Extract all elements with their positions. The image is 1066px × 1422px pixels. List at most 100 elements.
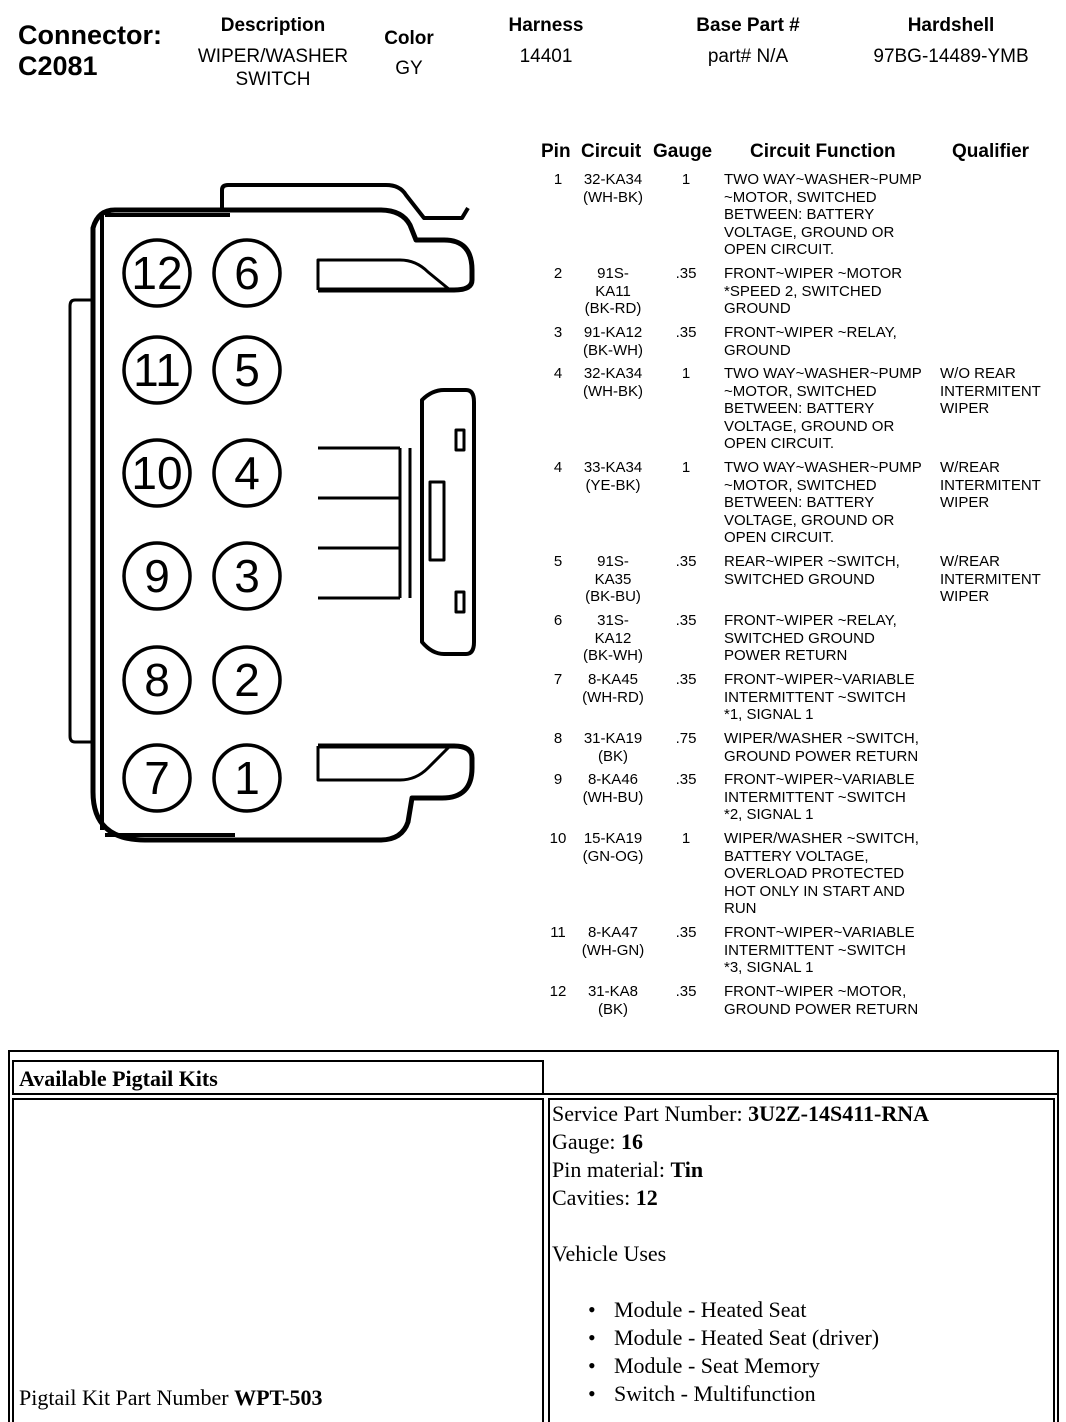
- pin-number: 4: [234, 447, 260, 499]
- gauge-cell: 1: [681, 171, 691, 188]
- pin-number: 2: [234, 654, 260, 706]
- pin-cavity-9: 9: [122, 541, 192, 611]
- hardshell-value: 97BG-14489-YMB: [873, 46, 1029, 67]
- service-part-label: Service Part Number:: [552, 1101, 749, 1126]
- pin-number: 6: [234, 247, 260, 299]
- gauge-cell: 1: [681, 459, 691, 476]
- pin-number: 11: [133, 344, 181, 396]
- pin-cell: 11: [550, 924, 566, 941]
- service-part-value: 3U2Z-14S411-RNA: [748, 1101, 930, 1126]
- pin-cell: 10: [549, 830, 567, 847]
- pin-cell: 3: [553, 324, 563, 341]
- col-header-qualifier: Qualifier: [952, 141, 1030, 162]
- vehicle-uses-list: Module - Heated Seat Module - Heated Sea…: [552, 1296, 929, 1408]
- circuit-cell: 31S- KA12 (BK-WH): [583, 612, 643, 665]
- cavities-value: 12: [635, 1185, 658, 1210]
- connector-id: C2081: [18, 51, 98, 81]
- pigtail-kit-part-label: Pigtail Kit Part Number: [19, 1385, 235, 1410]
- gauge-cell: .35: [675, 983, 697, 1000]
- vehicle-uses-label: Vehicle Uses: [552, 1241, 667, 1266]
- pin-cell: 4: [553, 365, 563, 382]
- gauge-cell: .35: [675, 671, 697, 688]
- pin-cavity-11: 11: [122, 335, 192, 405]
- vehicle-use-item: Module - Seat Memory: [552, 1352, 929, 1380]
- qualifier-cell: W/REAR INTERMITENT WIPER: [940, 553, 1041, 606]
- circuit-cell: 31-KA19 (BK): [583, 730, 643, 765]
- gauge-cell: .35: [675, 553, 697, 570]
- hardshell-label: Hardshell: [907, 15, 995, 36]
- gauge-cell: .75: [675, 730, 697, 747]
- base-part-label: Base Part #: [696, 15, 800, 36]
- cavities-row: Cavities: 12: [552, 1184, 929, 1212]
- gauge-row: Gauge: 16: [552, 1128, 929, 1156]
- pin-number: 3: [234, 550, 260, 602]
- pin-cell: 5: [553, 553, 563, 570]
- circuit-cell: 8-KA46 (WH-BU): [582, 771, 644, 806]
- circuit-function-cell: FRONT~WIPER~VARIABLE INTERMITTENT ~SWITC…: [724, 771, 915, 824]
- description-value: WIPER/WASHER SWITCH: [180, 45, 366, 91]
- vehicle-use-item: Module - Heated Seat (driver): [552, 1324, 929, 1352]
- circuit-function-cell: FRONT~WIPER~VARIABLE INTERMITTENT ~SWITC…: [724, 924, 915, 977]
- pin-cell: 6: [553, 612, 563, 629]
- pin-cell: 8: [553, 730, 563, 747]
- col-header-circuit-function: Circuit Function: [750, 141, 896, 162]
- circuit-function-cell: TWO WAY~WASHER~PUMP ~MOTOR, SWITCHED BET…: [724, 171, 922, 259]
- circuit-cell: 91-KA12 (BK-WH): [583, 324, 643, 359]
- circuit-function-cell: FRONT~WIPER ~MOTOR, GROUND POWER RETURN: [724, 983, 919, 1018]
- circuit-function-cell: TWO WAY~WASHER~PUMP ~MOTOR, SWITCHED BET…: [724, 459, 922, 547]
- description-value-line: WIPER/WASHER: [197, 46, 349, 67]
- gauge-cell: 1: [681, 830, 691, 847]
- circuit-cell: 8-KA45 (WH-RD): [582, 671, 644, 706]
- pin-cavity-1: 1: [212, 743, 282, 813]
- pin-cell: 4: [553, 459, 563, 476]
- pin-cell: 7: [553, 671, 563, 688]
- circuit-function-cell: FRONT~WIPER ~RELAY, SWITCHED GROUND POWE…: [724, 612, 897, 665]
- circuit-cell: 32-KA34 (WH-BK): [583, 365, 643, 400]
- gauge-cell: .35: [675, 324, 697, 341]
- pigtail-title: Available Pigtail Kits: [19, 1066, 218, 1091]
- connector-label: Connector:: [18, 20, 162, 50]
- pin-cavity-12: 12: [122, 238, 192, 308]
- circuit-function-cell: WIPER/WASHER ~SWITCH, BATTERY VOLTAGE, O…: [724, 830, 919, 918]
- gauge-label: Gauge:: [552, 1129, 622, 1154]
- circuit-function-cell: FRONT~WIPER~VARIABLE INTERMITTENT ~SWITC…: [724, 671, 915, 724]
- circuit-function-cell: FRONT~WIPER ~RELAY, GROUND: [724, 324, 897, 359]
- pigtail-kit-cell: Pigtail Kit Part Number WPT-503: [12, 1098, 544, 1422]
- gauge-cell: .35: [675, 612, 697, 629]
- pin-number: 12: [131, 247, 182, 299]
- circuit-cell: 91S- KA11 (BK-RD): [584, 265, 642, 318]
- gauge-cell: .35: [675, 265, 697, 282]
- pigtail-kit-part-value: WPT-503: [234, 1385, 323, 1410]
- service-part-row: Service Part Number: 3U2Z-14S411-RNA: [552, 1100, 929, 1128]
- pin-number: 9: [144, 550, 170, 602]
- circuit-cell: 33-KA34 (YE-BK): [583, 459, 643, 494]
- pin-material-value: Tin: [670, 1157, 704, 1182]
- circuit-cell: 32-KA34 (WH-BK): [583, 171, 643, 206]
- pin-number: 7: [144, 752, 170, 804]
- pin-number: 10: [131, 447, 182, 499]
- pin-material-label: Pin material:: [552, 1157, 671, 1182]
- cavities-label: Cavities:: [552, 1185, 636, 1210]
- gauge-cell: .35: [675, 771, 697, 788]
- description-label: Description: [220, 15, 326, 36]
- color-value: GY: [395, 58, 423, 79]
- circuit-function-cell: TWO WAY~WASHER~PUMP ~MOTOR, SWITCHED BET…: [724, 365, 922, 453]
- circuit-cell: 31-KA8 (BK): [587, 983, 639, 1018]
- pin-cell: 12: [549, 983, 567, 1000]
- pin-cavity-2: 2: [212, 645, 282, 715]
- gauge-cell: 1: [681, 365, 691, 382]
- circuit-function-cell: WIPER/WASHER ~SWITCH, GROUND POWER RETUR…: [724, 730, 919, 765]
- harness-label: Harness: [508, 15, 584, 36]
- pin-cavity-4: 4: [212, 438, 282, 508]
- connector-title: Connector: C2081: [18, 20, 162, 82]
- pin-cell: 1: [553, 171, 563, 188]
- description-value-line: SWITCH: [235, 69, 311, 90]
- pin-number: 1: [234, 752, 260, 804]
- pigtail-title-cell: Available Pigtail Kits: [12, 1060, 544, 1095]
- harness-value: 14401: [519, 46, 573, 67]
- pin-cavity-8: 8: [122, 645, 192, 715]
- circuit-cell: 15-KA19 (GN-OG): [582, 830, 644, 865]
- pigtail-outer-frame: [8, 1050, 1059, 1422]
- pigtail-details-cell: Service Part Number: 3U2Z-14S411-RNA Gau…: [548, 1098, 1055, 1422]
- pin-material-row: Pin material: Tin: [552, 1156, 929, 1184]
